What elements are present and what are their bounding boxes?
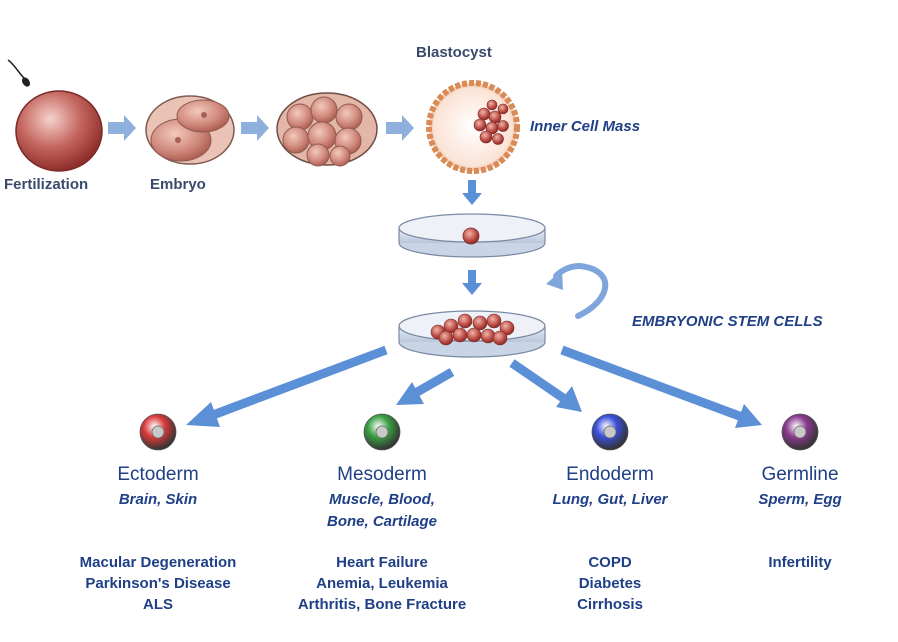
- fertilized-egg-icon: [15, 90, 103, 172]
- blastocyst-icon: [426, 80, 520, 174]
- arrow-icon: [386, 115, 414, 141]
- stem-cell-dish-icon: [398, 310, 546, 358]
- germline-diseases: Infertility: [768, 552, 831, 573]
- embryonic-stem-cells-label: EMBRYONIC STEM CELLS: [632, 313, 823, 330]
- morula-icon: [276, 92, 378, 167]
- germ-layer-cells: [139, 413, 819, 451]
- tissue-line: Muscle, Blood,: [329, 491, 435, 508]
- disease-line: Arthritis, Bone Fracture: [297, 596, 467, 613]
- germline-tissues: Sperm, Egg: [758, 489, 841, 511]
- disease-line: Cirrhosis: [577, 596, 643, 613]
- disease-line: Infertility: [768, 554, 832, 571]
- top-arrows: [108, 115, 414, 141]
- inner-cell-mass-label: Inner Cell Mass: [530, 118, 641, 135]
- blastocyst-label: Blastocyst: [416, 44, 492, 61]
- arrow-icon: [462, 270, 482, 295]
- mesoderm-name: Mesoderm: [337, 464, 427, 485]
- ectoderm-cell-icon: [139, 413, 177, 451]
- self-renewal-arrow-icon: [546, 262, 609, 319]
- differentiation-arrows: [186, 345, 762, 428]
- arrow-icon: [186, 402, 220, 427]
- tissue-line: Brain, Skin: [118, 491, 198, 508]
- disease-line: Diabetes: [578, 575, 642, 592]
- disease-line: Heart Failure: [336, 554, 428, 571]
- endoderm-cell-icon: [591, 413, 629, 451]
- tissue-line: Sperm, Egg: [758, 491, 842, 508]
- disease-line: Anemia, Leukemia: [316, 575, 448, 592]
- germline-name: Germline: [761, 464, 839, 485]
- disease-line: COPD: [588, 554, 632, 571]
- tissue-line: Lung, Gut, Liver: [552, 491, 668, 508]
- vertical-arrows: [462, 180, 482, 295]
- mesoderm-tissues: Muscle, Blood, Bone, Cartilage: [327, 489, 437, 533]
- endoderm-name: Endoderm: [566, 464, 654, 485]
- mesoderm-cell-icon: [363, 413, 401, 451]
- embryo-label: Embryo: [150, 176, 206, 193]
- arrow-icon: [396, 382, 424, 405]
- ectoderm-tissues: Brain, Skin: [119, 489, 197, 511]
- disease-line: Macular Degeneration: [79, 554, 237, 571]
- arrow-icon: [556, 386, 582, 412]
- arrow-icon: [108, 115, 136, 141]
- endoderm-tissues: Lung, Gut, Liver: [553, 489, 668, 511]
- tissue-line: Bone, Cartilage: [326, 513, 438, 530]
- ectoderm-name: Ectoderm: [117, 464, 199, 485]
- germline-cell-icon: [781, 413, 819, 451]
- two-cell-embryo-icon: [145, 95, 235, 165]
- culture-dish-icon: [398, 213, 546, 258]
- arrow-icon: [735, 404, 762, 428]
- arrow-icon: [462, 180, 482, 205]
- fertilization-label: Fertilization: [4, 176, 89, 193]
- sperm-icon: [7, 59, 31, 87]
- disease-line: Parkinson's Disease: [85, 575, 231, 592]
- arrow-icon: [241, 115, 269, 141]
- disease-line: ALS: [143, 596, 173, 613]
